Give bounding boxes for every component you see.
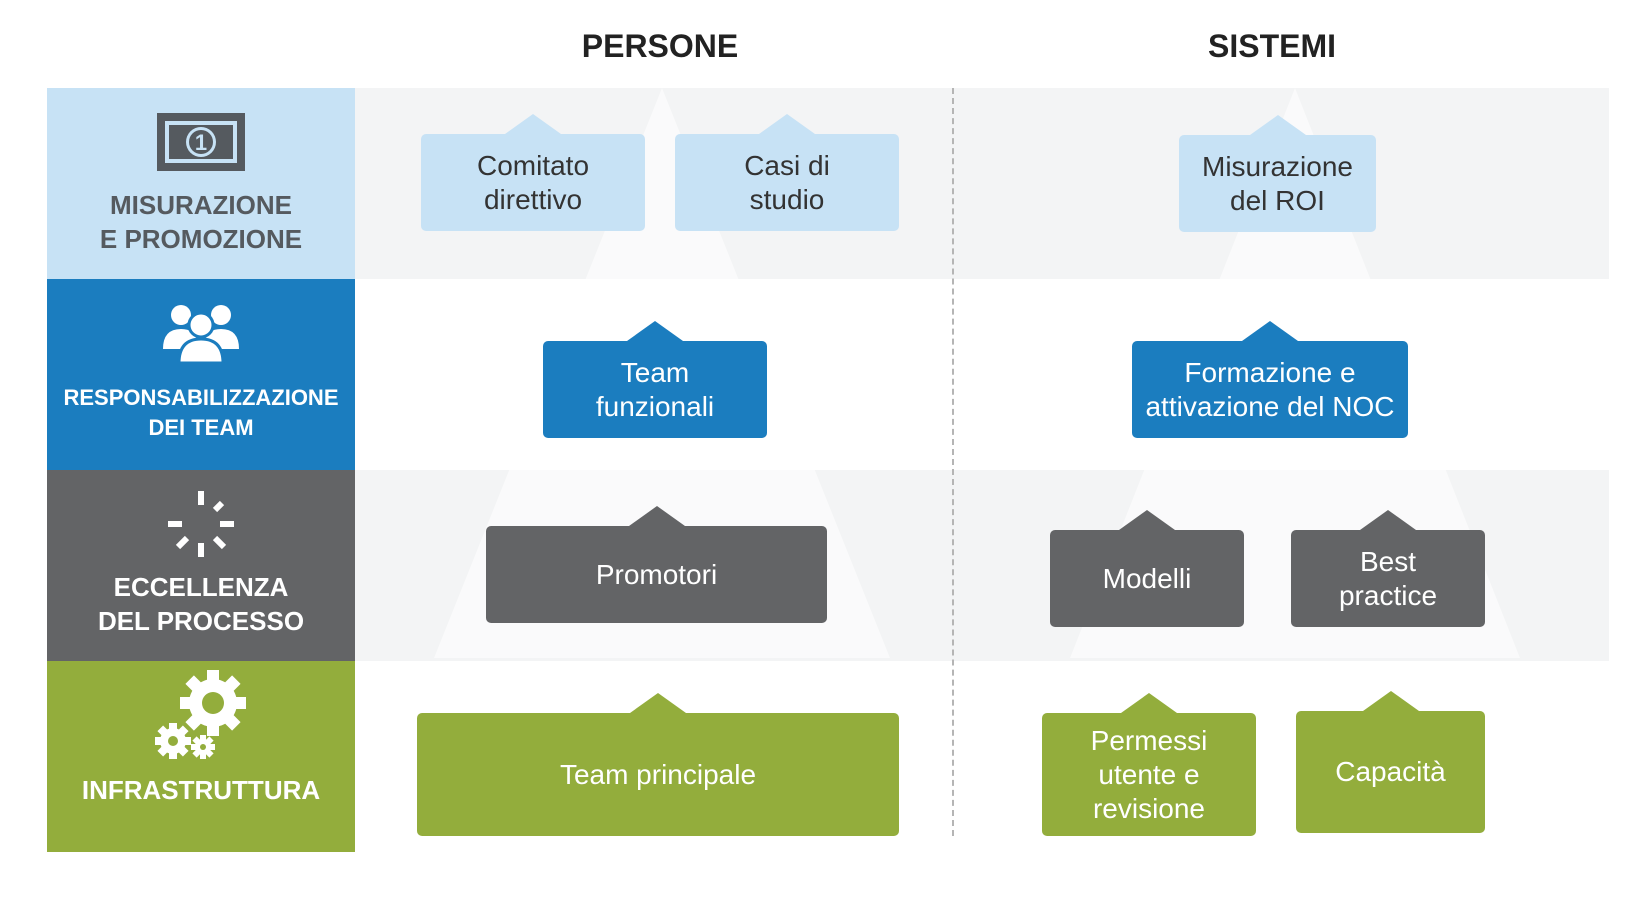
box-promotori: Promotori xyxy=(486,506,827,623)
box-modelli: Modelli xyxy=(1050,510,1244,627)
column-header-persone: PERSONE xyxy=(581,28,739,64)
category-label: RESPONSABILIZZAZIONE DEI TEAM xyxy=(63,385,339,440)
category-infrastruttura: INFRASTRUTTURA xyxy=(47,661,355,852)
gears-icon xyxy=(47,669,355,761)
category-misurazione: 1 MISURAZIONE E PROMOZIONE xyxy=(47,88,355,279)
box-team-principale: Team principale xyxy=(417,693,899,836)
box-comitato-direttivo: Comitato direttivo xyxy=(421,114,645,231)
column-divider xyxy=(952,88,954,836)
box-misurazione-roi: Misurazione del ROI xyxy=(1179,115,1376,232)
category-responsabilizzazione: RESPONSABILIZZAZIONE DEI TEAM xyxy=(47,279,355,470)
money-bill-icon: 1 xyxy=(47,102,355,182)
category-label: MISURAZIONE E PROMOZIONE xyxy=(99,190,303,254)
box-capacita: Capacità xyxy=(1296,691,1485,833)
category-label: ECCELLENZA DEL PROCESSO xyxy=(97,572,305,636)
box-permessi: Permessi utente e revisione xyxy=(1042,693,1256,836)
box-casi-di-studio: Casi di studio xyxy=(675,114,899,231)
svg-text:1: 1 xyxy=(195,130,207,155)
box-best-practice: Best practice xyxy=(1291,510,1485,627)
box-team-funzionali: Team funzionali xyxy=(543,321,767,438)
box-formazione-noc: Formazione e attivazione del NOC xyxy=(1132,321,1408,438)
category-label: INFRASTRUTTURA xyxy=(81,775,321,805)
spinner-icon xyxy=(47,484,355,564)
category-eccellenza: ECCELLENZA DEL PROCESSO xyxy=(47,470,355,661)
column-header-sistemi: SISTEMI xyxy=(1207,28,1336,64)
team-people-icon xyxy=(47,293,355,373)
